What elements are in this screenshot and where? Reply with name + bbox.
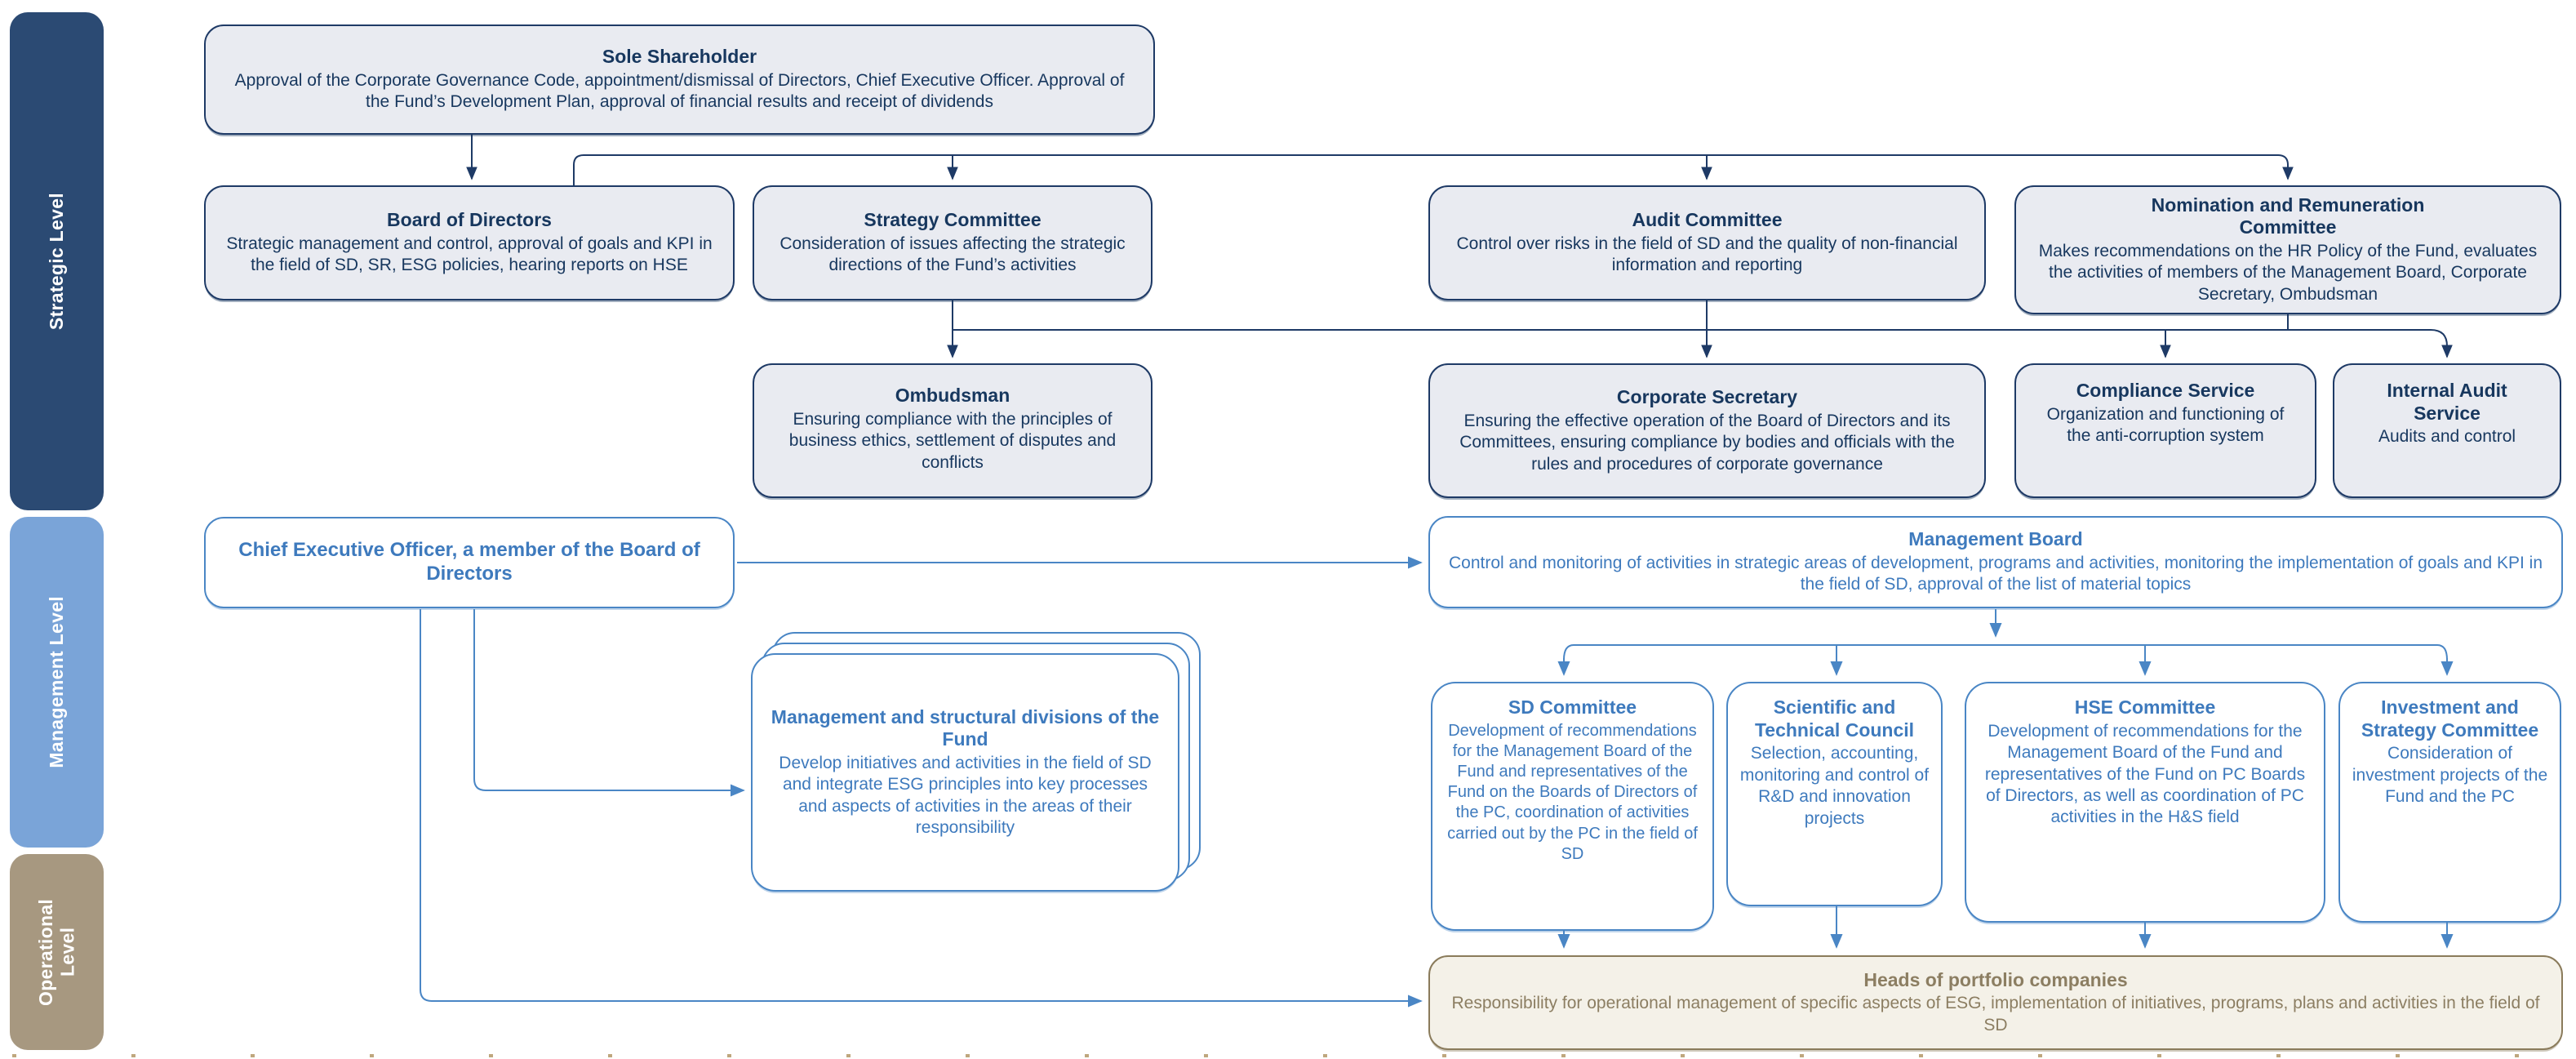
node-body: Makes recommendations on the HR Policy o… xyxy=(2038,241,2538,304)
node-ombudsman: Ombudsman Ensuring compliance with the p… xyxy=(753,363,1153,498)
node-hse-committee: HSE Committee Development of recommendat… xyxy=(1965,682,2325,923)
node-title: Nomination and Remuneration Committee xyxy=(2151,194,2425,238)
node-nomination-remuneration-committee: Nomination and Remuneration Committee Ma… xyxy=(2014,185,2561,314)
node-ceo: Chief Executive Officer, a member of the… xyxy=(204,517,735,608)
node-title: Internal Audit Service xyxy=(2387,380,2507,424)
node-body: Ensuring compliance with the principles … xyxy=(788,409,1117,472)
node-sole-shareholder: Sole Shareholder Approval of the Corpora… xyxy=(204,24,1155,135)
management-connectors xyxy=(420,556,2454,1008)
node-title: Sole Shareholder xyxy=(602,46,757,68)
node-body: Organization and functioning of the anti… xyxy=(2046,404,2285,446)
level-label: Operational Level xyxy=(35,898,78,1006)
node-title: Scientific and Technical Council xyxy=(1754,696,1915,741)
node-body: Responsibility for operational managemen… xyxy=(1451,994,2540,1035)
node-title: Management Board xyxy=(1908,528,2083,550)
node-board-of-directors: Board of Directors Strategic management … xyxy=(204,185,735,300)
dotted-page-edge xyxy=(12,1054,2559,1057)
node-management-board: Management Board Control and monitoring … xyxy=(1428,516,2563,608)
strategic-connectors xyxy=(466,135,2453,358)
node-audit-committee: Audit Committee Control over risks in th… xyxy=(1428,185,1986,300)
node-body: Strategic management and control, approv… xyxy=(226,234,713,275)
node-title: Audit Committee xyxy=(1632,209,1783,231)
node-corporate-secretary: Corporate Secretary Ensuring the effecti… xyxy=(1428,363,1986,498)
node-title: Heads of portfolio companies xyxy=(1863,968,2128,990)
node-title: HSE Committee xyxy=(2074,696,2216,718)
node-title: Management and structural divisions of t… xyxy=(771,705,1160,750)
node-body: Control over risks in the field of SD an… xyxy=(1456,234,1958,275)
node-internal-audit-service: Internal Audit Service Audits and contro… xyxy=(2333,363,2561,498)
node-body: Selection, accounting, monitoring and co… xyxy=(1739,744,1930,828)
node-body: Control and monitoring of activities in … xyxy=(1448,553,2543,594)
node-title: Ombudsman xyxy=(895,385,1010,406)
node-body: Development of recommendations for the M… xyxy=(1447,721,1698,863)
node-title: Board of Directors xyxy=(387,209,552,231)
node-title: SD Committee xyxy=(1508,696,1637,718)
node-title: Strategy Committee xyxy=(864,209,1042,231)
node-body: Audits and control xyxy=(2378,427,2516,447)
level-label: Strategic Level xyxy=(46,192,68,331)
node-body: Develop initiatives and activities in th… xyxy=(779,753,1152,838)
node-body: Ensuring the effective operation of the … xyxy=(1459,411,1955,474)
level-bar-management: Management Level xyxy=(10,517,104,848)
node-investment-strategy-committee: Investment and Strategy Committee Consid… xyxy=(2338,682,2561,923)
node-management-structural-divisions: Management and structural divisions of t… xyxy=(751,653,1179,892)
node-strategy-committee: Strategy Committee Consideration of issu… xyxy=(753,185,1153,300)
node-title: Chief Executive Officer, a member of the… xyxy=(238,539,700,585)
node-heads-of-portfolio-companies: Heads of portfolio companies Responsibil… xyxy=(1428,955,2563,1050)
level-bar-strategic: Strategic Level xyxy=(10,12,104,510)
node-body: Consideration of investment projects of … xyxy=(2352,744,2548,807)
level-label: Management Level xyxy=(46,596,68,768)
node-title: Corporate Secretary xyxy=(1616,386,1798,408)
node-title: Compliance Service xyxy=(2076,380,2255,401)
node-title: Investment and Strategy Committee xyxy=(2361,696,2539,741)
node-body: Approval of the Corporate Governance Cod… xyxy=(234,70,1125,112)
node-body: Development of recommendations for the M… xyxy=(1984,721,2306,827)
node-body: Consideration of issues affecting the st… xyxy=(779,234,1126,275)
level-bar-operational: Operational Level xyxy=(10,854,104,1050)
node-scientific-technical-council: Scientific and Technical Council Selecti… xyxy=(1726,682,1943,906)
node-compliance-service: Compliance Service Organization and func… xyxy=(2014,363,2316,498)
node-sd-committee: SD Committee Development of recommendati… xyxy=(1431,682,1714,931)
